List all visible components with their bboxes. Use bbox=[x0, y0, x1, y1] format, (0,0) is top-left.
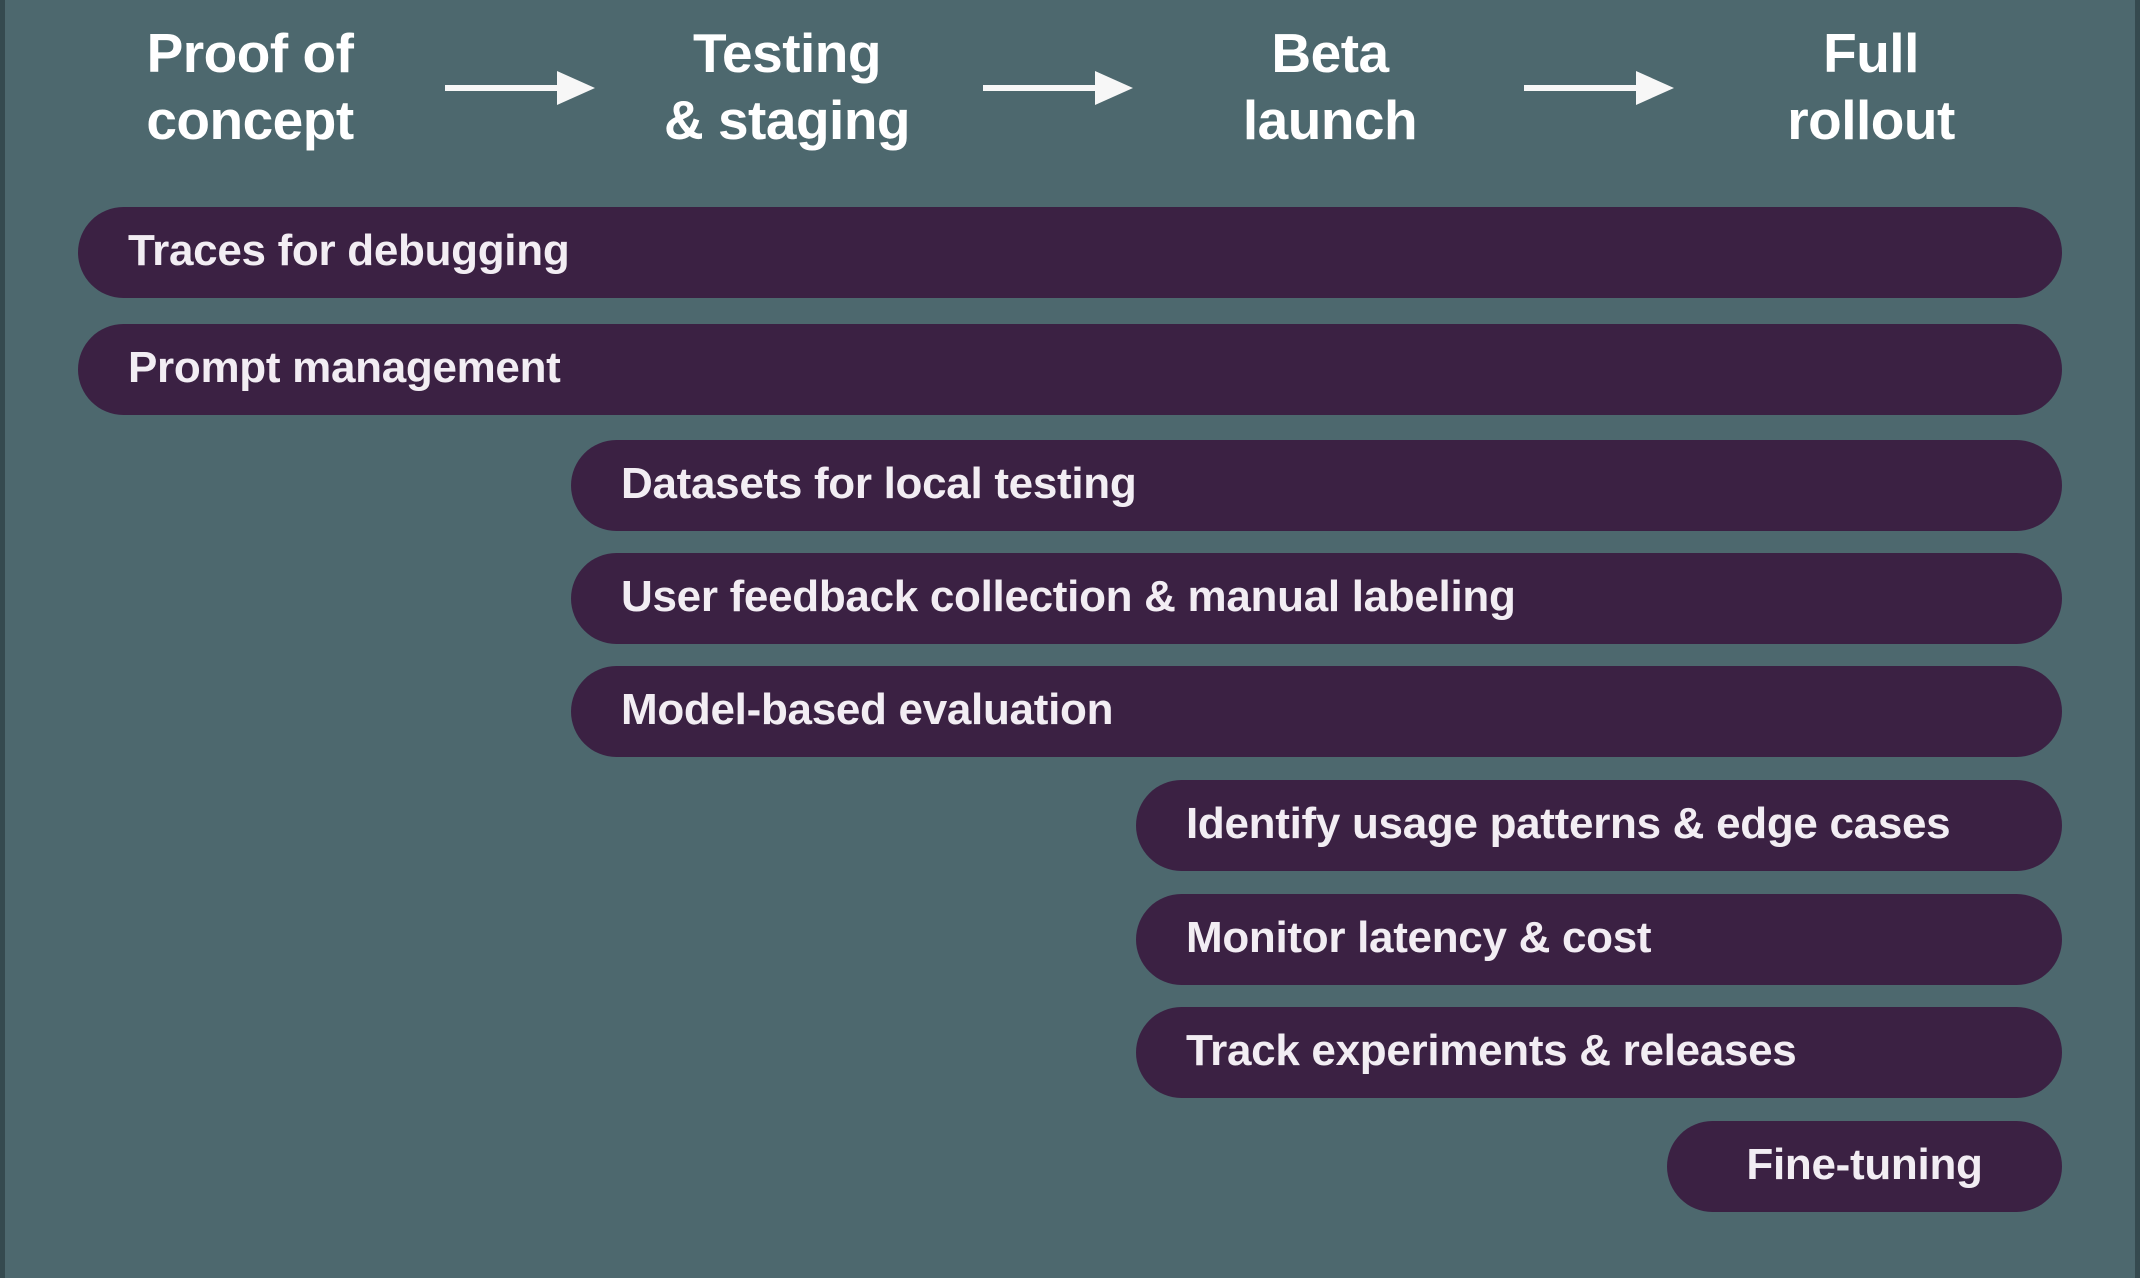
bar-label: User feedback collection & manual labeli… bbox=[621, 571, 1516, 621]
arrow-right-icon bbox=[445, 68, 595, 108]
stage-label-testing-and-staging: Testing& staging bbox=[663, 20, 911, 154]
stage-label-line: concept bbox=[146, 89, 354, 151]
bar-user-feedback-collection-and-manual-labeling: User feedback collection & manual labeli… bbox=[571, 553, 2062, 644]
stage-label-line: launch bbox=[1242, 89, 1418, 151]
bar-label: Prompt management bbox=[128, 342, 561, 392]
right-edge-shadow bbox=[2135, 0, 2140, 1278]
bar-track-experiments-and-releases: Track experiments & releases bbox=[1136, 1007, 2062, 1098]
bar-prompt-management: Prompt management bbox=[78, 324, 2062, 415]
bar-label: Monitor latency & cost bbox=[1186, 912, 1652, 962]
bar-label: Identify usage patterns & edge cases bbox=[1186, 798, 1951, 848]
stage-label-line: Testing bbox=[693, 22, 881, 84]
stage-label-line: Beta bbox=[1271, 22, 1389, 84]
stage-label-line: Full bbox=[1823, 22, 1919, 84]
stage-label-line: rollout bbox=[1787, 89, 1955, 151]
bar-label: Datasets for local testing bbox=[621, 458, 1137, 508]
stage-label-line: & staging bbox=[663, 89, 911, 151]
bar-label: Traces for debugging bbox=[128, 225, 570, 275]
arrow-right-icon bbox=[1524, 68, 1674, 108]
bar-datasets-for-local-testing: Datasets for local testing bbox=[571, 440, 2062, 531]
bar-fine-tuning: Fine-tuning bbox=[1667, 1121, 2062, 1212]
bar-traces-for-debugging: Traces for debugging bbox=[78, 207, 2062, 298]
bar-label: Model-based evaluation bbox=[621, 684, 1114, 734]
stage-label-line: Proof of bbox=[146, 22, 354, 84]
bar-label: Fine-tuning bbox=[1746, 1139, 1983, 1189]
arrow-right-icon bbox=[983, 68, 1133, 108]
bar-identify-usage-patterns-and-edge-cases: Identify usage patterns & edge cases bbox=[1136, 780, 2062, 871]
bar-label: Track experiments & releases bbox=[1186, 1025, 1797, 1075]
left-edge-shadow bbox=[0, 0, 5, 1278]
bar-model-based-evaluation: Model-based evaluation bbox=[571, 666, 2062, 757]
bar-monitor-latency-and-cost: Monitor latency & cost bbox=[1136, 894, 2062, 985]
